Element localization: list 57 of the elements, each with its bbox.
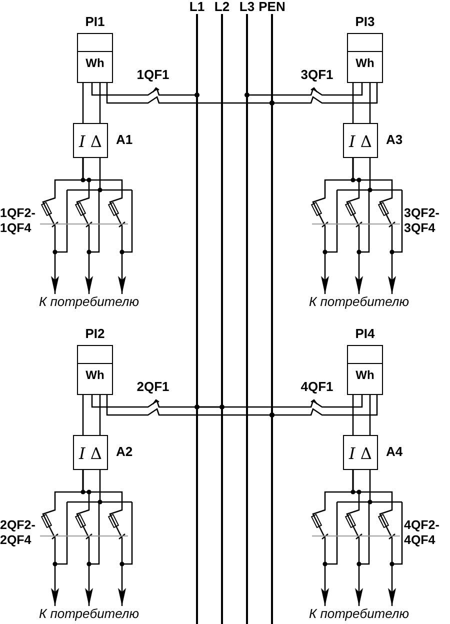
destination-label: К потребителю [297,606,421,622]
device-label: A4 [386,444,403,459]
destination-label: К потребителю [27,606,151,622]
bus-line [271,14,273,624]
circuit-breaker-wire [244,83,363,98]
rcd-symbol: I Δ [78,132,103,151]
outgoing-feeder-arrow [352,158,396,294]
wire [99,83,101,123]
wire [369,395,371,435]
bus-label: L2 [213,0,231,14]
device-label: A3 [386,132,403,147]
wire [352,83,354,123]
bus-line [196,14,198,624]
bus-line [246,14,248,624]
rcd-box [73,435,108,470]
meter-box [347,33,383,83]
rcd-symbol: I Δ [348,444,373,463]
device-label: A2 [116,444,133,459]
destination-label: К потребителю [297,294,421,310]
rcd-box [343,123,378,158]
circuit-breaker-wire [270,83,378,106]
breaker-group-label: 3QF2- 3QF4 [404,206,440,236]
outgoing-feeder-arrow [352,470,396,606]
meter-symbol: Wh [354,56,376,70]
wire [99,395,101,435]
breaker-group-label: 2QF2- 2QF4 [0,518,36,548]
rcd-box [73,123,108,158]
circuit-breaker-wire [91,395,224,410]
device-label: PI2 [84,326,106,341]
destination-label: К потребителю [27,294,151,310]
meter-box [77,33,113,83]
rcd-box [343,435,378,470]
meter-symbol: Wh [84,368,106,382]
bus-label: L1 [188,0,206,14]
circuit-breaker-wire [91,83,200,98]
rcd-symbol: I Δ [348,132,373,151]
circuit-breaker-wire [194,395,363,410]
wire [369,83,371,123]
wire [82,83,84,123]
bus-line [221,14,223,624]
wire [352,395,354,435]
wire [82,395,84,435]
outgoing-feeder-arrow [82,158,126,294]
device-label: PI4 [354,326,376,341]
meter-box [77,345,113,395]
rcd-symbol: I Δ [78,444,103,463]
meter-box [347,345,383,395]
breaker-group-label: 1QF2- 1QF4 [0,206,36,236]
outgoing-feeder-arrow [82,470,126,606]
device-label: PI1 [84,14,106,29]
meter-symbol: Wh [84,56,106,70]
bus-label: PEN [258,0,286,14]
device-label: PI3 [354,14,376,29]
meter-symbol: Wh [354,368,376,382]
device-label: A1 [116,132,133,147]
breaker-group-label: 4QF2- 4QF4 [404,518,440,548]
circuit-breaker-wire [270,395,378,418]
